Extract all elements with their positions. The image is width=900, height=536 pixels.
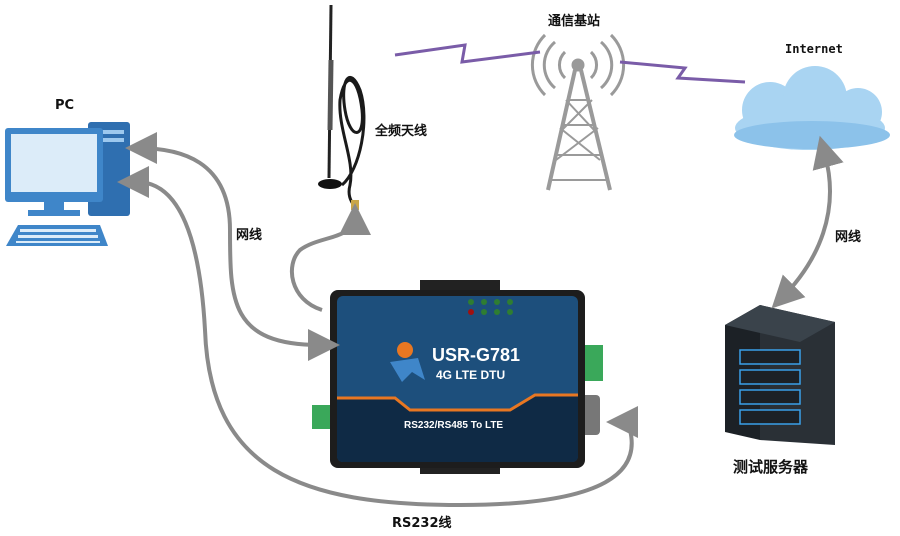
antenna-icon <box>318 4 366 211</box>
server-icon <box>725 305 835 445</box>
rs232-cable <box>117 166 639 508</box>
internet-label: Internet <box>785 42 843 56</box>
signal-left <box>394 43 541 64</box>
cable-right-label: 网线 <box>835 230 862 245</box>
pc-icon <box>5 122 130 246</box>
cable-left-label: 网线 <box>236 228 263 243</box>
device-subtitle: 4G LTE DTU <box>436 368 506 382</box>
cloud-icon <box>734 66 890 150</box>
antenna-cable <box>290 203 371 312</box>
device-interface: RS232/RS485 To LTE <box>404 420 504 431</box>
cable-internet-server <box>771 135 844 309</box>
server-label: 测试服务器 <box>733 458 809 476</box>
base-station-label: 通信基站 <box>548 14 601 29</box>
antenna-label: 全频天线 <box>375 124 428 139</box>
device-model: USR-G781 <box>432 345 521 365</box>
base-station-icon <box>530 33 626 191</box>
cable-pc-device-upper <box>125 132 340 361</box>
pc-label: PC <box>55 98 75 113</box>
rs232-cable-label: RS232线 <box>392 516 452 531</box>
signal-right <box>619 60 746 84</box>
